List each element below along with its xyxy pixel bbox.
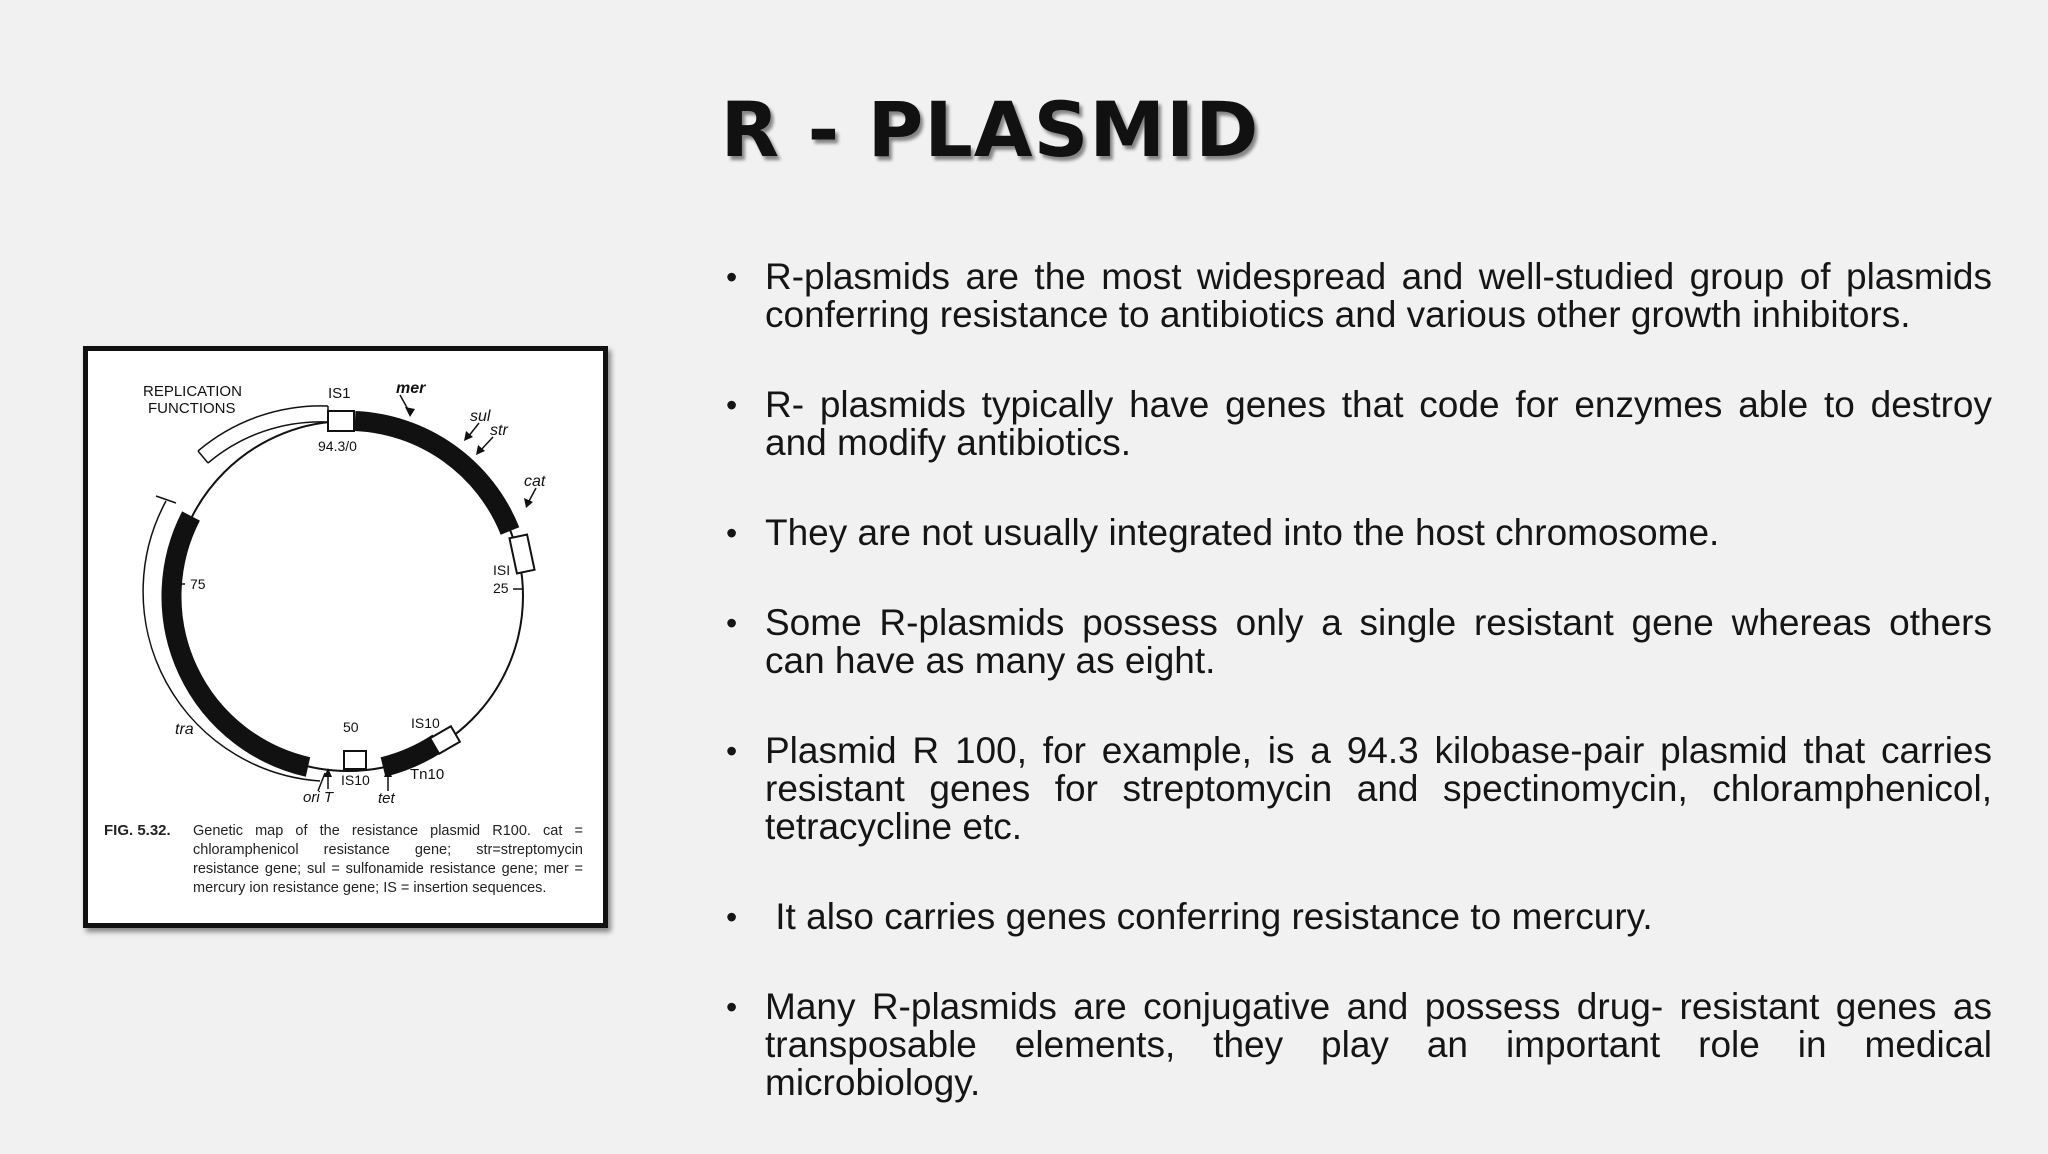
bullet-text: R- plasmids typically have genes that co…	[765, 384, 1992, 463]
label-tra: tra	[175, 721, 194, 738]
bullet-text: It also carries genes conferring resista…	[765, 896, 1653, 937]
bullet-item: • R- plasmids typically have genes that c…	[720, 386, 1992, 462]
bullet-item: • R-plasmids are the most widespread and …	[720, 258, 1992, 334]
mer-cat-segment	[354, 411, 520, 535]
label-orit: ori T	[303, 789, 335, 806]
label-tet: tet	[378, 790, 396, 807]
label-is1-right: ISI	[493, 562, 510, 578]
label-pos75: 75	[190, 576, 206, 592]
label-is10-b: IS10	[341, 772, 370, 788]
slide-title: R - PLASMID	[720, 85, 1260, 174]
is1-right-box	[508, 533, 536, 575]
bullet-icon: •	[726, 899, 738, 935]
bullet-text: Plasmid R 100, for example, is a 94.3 ki…	[765, 730, 1992, 847]
bullet-text: Many R-plasmids are conjugative and poss…	[765, 986, 1992, 1103]
bullet-item: • Many R-plasmids are conjugative and pos…	[720, 988, 1992, 1102]
bullet-text: Some R-plasmids possess only a single re…	[765, 602, 1992, 681]
bullet-icon: •	[726, 515, 738, 551]
label-str: str	[490, 422, 508, 439]
bullet-item: • They are not usually integrated into th…	[720, 514, 1992, 552]
tn10-segment	[380, 734, 444, 777]
tra-segment	[161, 511, 311, 777]
label-is1-top: IS1	[328, 385, 351, 402]
bullet-icon: •	[726, 989, 738, 1025]
bullet-icon: •	[726, 387, 738, 423]
bullet-item: • Plasmid R 100, for example, is a 94.3 k…	[720, 732, 1992, 846]
label-tn10: Tn10	[410, 766, 444, 783]
plasmid-figure: REPLICATION FUNCTIONS IS1 mer sul str ca…	[83, 346, 608, 928]
label-origin: 94.3/0	[318, 438, 357, 454]
label-pos25: 25	[493, 580, 509, 596]
label-replication-1: REPLICATION	[143, 383, 242, 400]
label-replication-2: FUNCTIONS	[148, 400, 236, 417]
label-sul: sul	[470, 408, 491, 425]
bullet-icon: •	[726, 605, 738, 641]
plasmid-map: REPLICATION FUNCTIONS IS1 mer sul str ca…	[142, 380, 546, 807]
bullet-item: • It also carries genes conferring resis…	[720, 898, 1992, 936]
tra-arc	[142, 500, 321, 782]
label-pos50: 50	[343, 719, 359, 735]
is10-left-box	[343, 750, 367, 770]
bullet-icon: •	[726, 259, 738, 295]
figure-caption-number: FIG. 5.32.	[104, 822, 171, 839]
is1-top-box	[327, 410, 355, 432]
bullet-text: They are not usually integrated into the…	[765, 512, 1720, 553]
bullet-text: R-plasmids are the most widespread and w…	[765, 256, 1992, 335]
bullet-icon: •	[726, 733, 738, 769]
bullet-list: • R-plasmids are the most widespread and …	[720, 258, 1992, 1154]
label-cat: cat	[524, 473, 546, 490]
is10-right-box	[428, 724, 462, 756]
figure-caption-text: Genetic map of the resistance plasmid R1…	[193, 823, 583, 896]
label-is10-a: IS10	[411, 715, 440, 731]
label-mer: mer	[396, 380, 426, 397]
bullet-item: • Some R-plasmids possess only a single r…	[720, 604, 1992, 680]
